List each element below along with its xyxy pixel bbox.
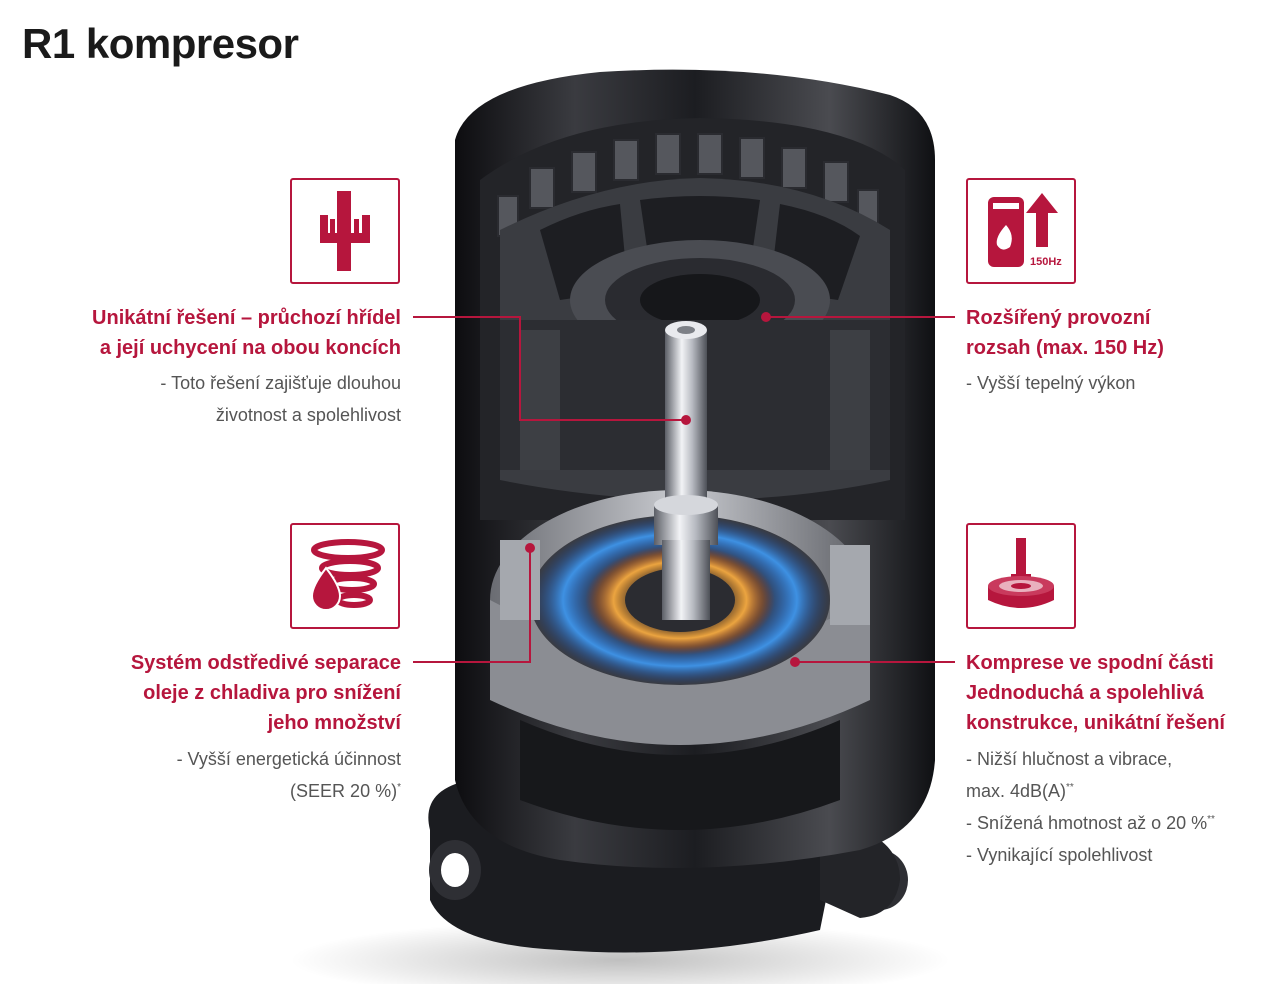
compression-description: - Nižší hlučnost a vibrace, max. 4dB(A)*… — [966, 749, 1215, 865]
150hz-icon-label: 150Hz — [1030, 256, 1062, 268]
heater-up-arrow-icon: 150Hz — [966, 178, 1076, 284]
oil-heading: Systém odstředivé separace oleje z chlad… — [130, 652, 401, 734]
compression-heading: Komprese ve spodní části Jednoduchá a sp… — [966, 652, 1225, 734]
range-description: - Vyšší tepelný výkon — [966, 373, 1136, 393]
shaft-description: - Toto řešení zajišťuje dlouhou životnos… — [160, 373, 401, 425]
oil-separation-icon — [290, 523, 400, 629]
shaft-heading: Unikátní řešení – průchozí hřídel a její… — [92, 307, 401, 359]
compression-disk-icon — [966, 523, 1076, 629]
range-heading: Rozšířený provozní rozsah (max. 150 Hz) — [966, 307, 1164, 359]
page-title: R1 kompresor — [22, 20, 299, 67]
oil-description: - Vyšší energetická účinnost (SEER 20 %)… — [176, 749, 401, 801]
shaft-icon — [290, 178, 400, 284]
